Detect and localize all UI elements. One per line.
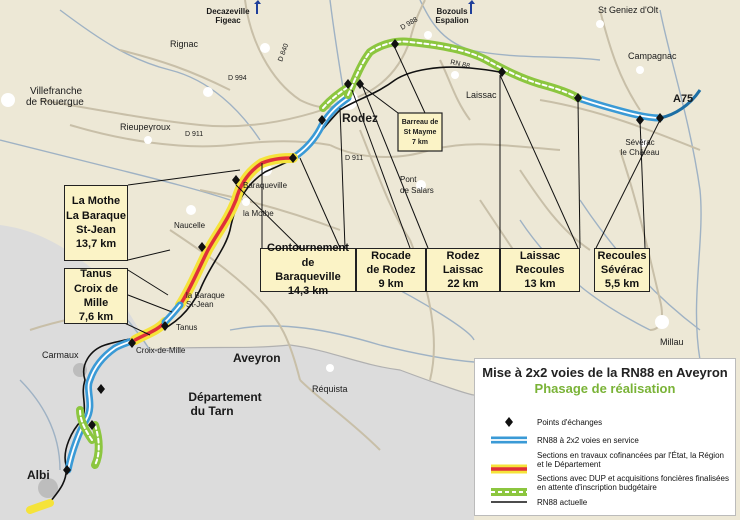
road-label-d840: D 840 — [277, 43, 290, 63]
section-line: Laissac — [519, 249, 561, 262]
legend-label: Sections avec DUP et acquisitions fonciè… — [537, 474, 729, 492]
section-box-la-mothe: La Mothe La Baraque St-Jean 13,7 km — [64, 185, 128, 261]
rn88-2x2-in-service — [64, 94, 664, 474]
barreau-box — [397, 112, 443, 152]
label-laissac: Laissac — [466, 90, 497, 100]
label-aveyron: Aveyron — [233, 351, 281, 365]
label-albi: Albi — [27, 468, 50, 482]
label-requista: Réquista — [312, 384, 348, 394]
label-carmaux: Carmaux — [42, 350, 79, 360]
interchange-diamonds — [63, 39, 664, 475]
legend-label: RN88 à 2x2 voies en service — [537, 435, 639, 445]
section-box-laissac-recoules: Laissac Recoules 13 km — [500, 248, 580, 292]
section-line: 9 km — [378, 278, 404, 291]
section-line: St-Jean — [76, 224, 116, 236]
section-line: 7,6 km — [78, 311, 114, 324]
green-dashed-line-icon — [489, 478, 529, 496]
legend-label: Points d'échanges — [537, 417, 603, 427]
section-line: 22 km — [447, 278, 479, 291]
diamond-icon — [489, 417, 529, 427]
blue-line-icon — [489, 435, 529, 445]
label-millau: Millau — [660, 337, 684, 347]
section-line: 13 km — [524, 278, 556, 291]
section-line: 13,7 km — [75, 238, 117, 251]
road-label-rn88: RN 88 — [450, 59, 471, 70]
legend-item-in-service: RN88 à 2x2 voies en service — [489, 435, 729, 445]
legend-item-pending: Sections avec DUP et acquisitions fonciè… — [489, 474, 729, 496]
label-st-geniez: St Geniez d'Olt — [598, 5, 659, 15]
section-line: 14,3 km — [287, 285, 329, 298]
label-croix-de-mille: Croix-de-Mille — [136, 346, 186, 355]
section-line: Croix de Mille — [73, 282, 118, 309]
black-line-icon — [489, 497, 529, 507]
section-line: 5,5 km — [604, 278, 640, 291]
label-rignac: Rignac — [170, 39, 199, 49]
section-line: La Baraque — [66, 209, 126, 222]
red-yellow-line-icon — [489, 455, 529, 474]
barreau-label-3: 7 km — [412, 139, 428, 146]
section-line: Tanus — [80, 268, 112, 281]
road-label-d911-b: D 911 — [345, 155, 363, 162]
legend-panel: Mise à 2x2 voies de la RN88 en Aveyron P… — [474, 358, 736, 516]
legend-label: RN88 actuelle — [537, 497, 588, 507]
legend-title: Mise à 2x2 voies de la RN88 en Aveyron — [482, 365, 728, 380]
direction-arrows — [254, 0, 475, 14]
section-line: Rodez Laissac — [442, 249, 484, 276]
section-line: Recoules — [597, 249, 647, 262]
department-border — [149, 344, 475, 396]
label-tanus: Tanus — [176, 323, 197, 332]
section-box-contournement-baraqueville: Contournement de Baraqueville 14,3 km — [260, 242, 356, 297]
section-line: Rocade — [371, 249, 411, 262]
legend-item-current: RN88 actuelle — [489, 497, 729, 507]
section-box-tanus: Tanus Croix de Mille 7,6 km — [64, 268, 128, 324]
legend-label: Sections en travaux cofinancées par l'Ét… — [537, 451, 724, 469]
section-line: La Mothe — [71, 195, 121, 208]
section-line: Baraqueville — [275, 271, 341, 283]
road-label-d911-a: D 911 — [185, 131, 203, 138]
road-label-d988: D 988 — [400, 16, 420, 31]
a75-motorway — [659, 89, 702, 120]
label-naucelle: Naucelle — [174, 221, 206, 230]
barreau-label-1: Barreau de — [402, 119, 439, 126]
label-a75: A75 — [673, 93, 693, 105]
legend-subtitle: Phasage de réalisation — [534, 381, 676, 396]
road-label-d994: D 994 — [228, 75, 247, 82]
section-box-rodez-laissac: Rodez Laissac 22 km — [426, 248, 500, 292]
section-line: Contournement de — [267, 242, 349, 269]
label-rieupeyroux: Rieupeyroux — [120, 122, 171, 132]
section-line: de Rodez — [366, 263, 416, 276]
legend-item-interchange: Points d'échanges — [489, 417, 729, 427]
legend-item-works: Sections en travaux cofinancées par l'Ét… — [489, 451, 729, 474]
section-line: Sévérac — [600, 263, 644, 276]
barreau-label-2: St Mayme — [404, 129, 437, 136]
label-la-mothe: la Mothe — [243, 209, 274, 218]
leader-lines — [117, 47, 661, 336]
section-line: Recoules — [515, 263, 565, 276]
label-baraqueville: Baraqueville — [243, 181, 288, 190]
section-box-recoules-severac: Recoules Sévérac 5,5 km — [594, 248, 650, 292]
label-campagnac: Campagnac — [628, 51, 677, 61]
section-box-rocade-rodez: Rocade de Rodez 9 km — [356, 248, 426, 292]
label-rodez: Rodez — [342, 111, 378, 125]
